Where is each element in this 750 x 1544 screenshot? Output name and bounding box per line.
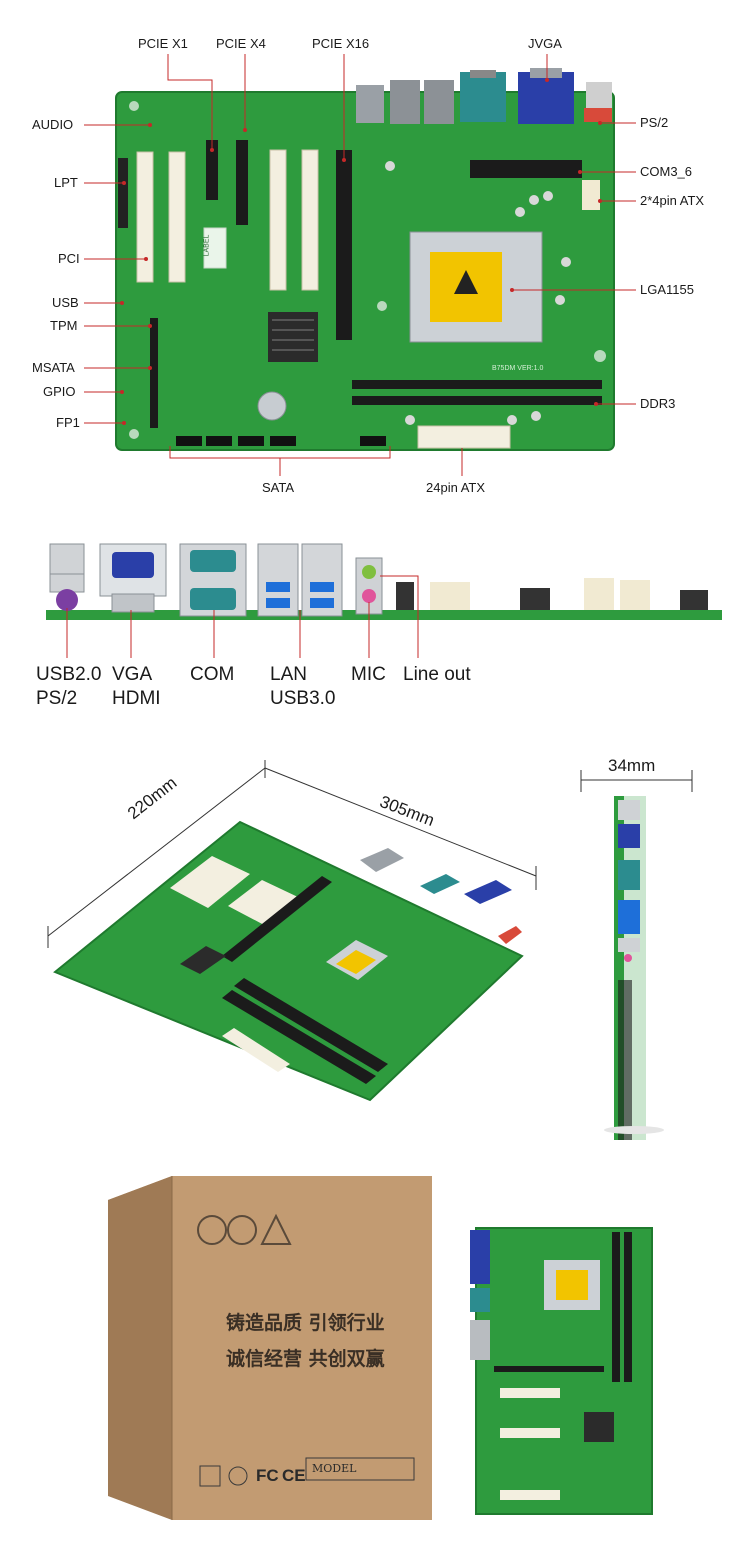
label-com3-6: COM3_6: [640, 164, 693, 179]
label-msata: MSATA: [32, 360, 75, 375]
label-audio: AUDIO: [32, 117, 74, 132]
label-com: COM: [190, 664, 235, 685]
label-sata: SATA: [262, 480, 295, 495]
dimensions-section: 220mm 305mm 34mm: [0, 740, 750, 1140]
board-label-sticker: LABEL: [203, 234, 211, 257]
package-slogan-2: 诚信经营 共创双赢: [226, 1348, 385, 1370]
label-fp1: FP1: [56, 415, 80, 430]
label-line-out: Line out: [403, 664, 471, 685]
label-pci: PCI: [58, 251, 80, 266]
label-pcie-x1: PCIE X1: [138, 36, 188, 51]
label-lan: LAN: [270, 664, 307, 685]
label-lga1155: LGA1155: [640, 282, 694, 297]
label-usb: USB: [52, 295, 79, 310]
label-gpio: GPIO: [43, 384, 76, 399]
label-ps2-io: PS/2: [36, 688, 78, 709]
package-cert-fc: FC: [256, 1466, 279, 1485]
label-mic: MIC: [351, 664, 386, 685]
package-section: 铸造品质 引领行业 诚信经营 共创双赢 FC CE MODEL: [0, 1160, 750, 1544]
dim-height: 34mm: [608, 756, 656, 775]
label-hdmi: HDMI: [112, 688, 161, 709]
label-ddr3: DDR3: [640, 396, 676, 411]
label-pcie-x4: PCIE X4: [216, 36, 266, 51]
label-usb2: USB2.0: [36, 664, 102, 685]
motherboard-top-view: [84, 54, 636, 476]
label-ps2: PS/2: [640, 115, 669, 130]
io-panel-section: USB2.0 PS/2 VGA HDMI COM LAN USB3.0 MIC …: [0, 530, 750, 720]
package-model-label: MODEL: [312, 1462, 357, 1475]
package-slogan-1: 铸造品质 引领行业: [226, 1312, 385, 1334]
label-lpt: LPT: [54, 175, 78, 190]
label-24pin-atx: 24pin ATX: [426, 480, 486, 495]
motherboard-isometric-view: [47, 760, 693, 1140]
label-vga: VGA: [112, 664, 153, 685]
label-jvga: JVGA: [528, 36, 562, 51]
label-2x4pin-atx: 2*4pin ATX: [640, 193, 705, 208]
package-box: [108, 1176, 653, 1520]
label-pcie-x16: PCIE X16: [312, 36, 370, 51]
io-panel-side-view: [46, 543, 722, 658]
annotated-board-section: LABEL B75DM VER:1.0 PCIE X1 PCIE X4 PCIE…: [0, 0, 750, 510]
package-cert-ce: CE: [282, 1466, 306, 1485]
label-usb3: USB3.0: [270, 688, 336, 709]
label-tpm: TPM: [50, 318, 78, 333]
board-version-silk: B75DM VER:1.0: [492, 365, 544, 372]
